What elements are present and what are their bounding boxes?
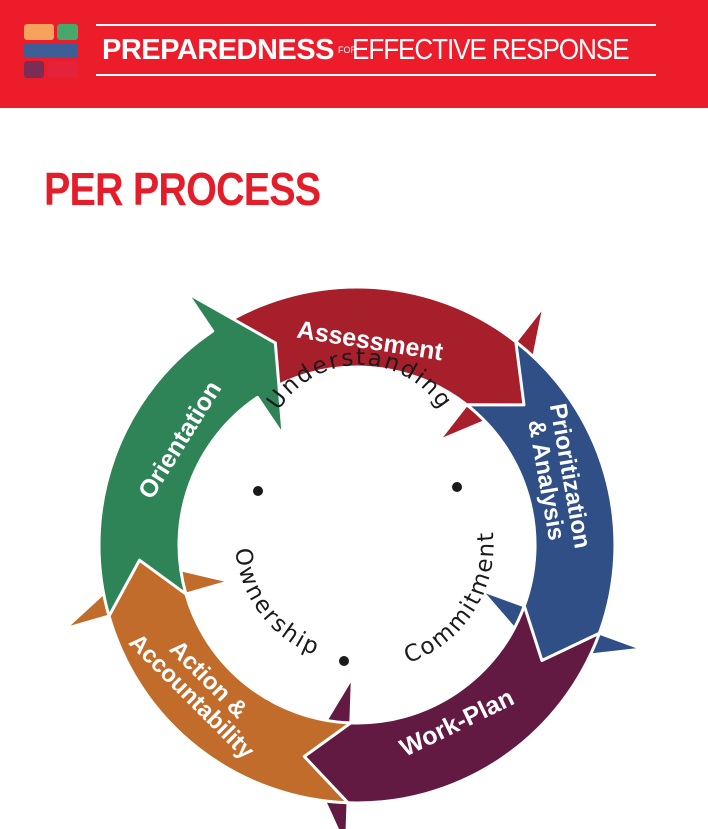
page-title: PER PROCESS xyxy=(44,163,321,215)
stage-arrow-assessment xyxy=(211,285,546,443)
header-title: PREPAREDNESS FOR EFFECTIVE RESPONSE xyxy=(96,24,656,76)
per-logo-icon xyxy=(24,24,78,78)
stage-arrow-prioritization-and-analysis xyxy=(465,340,645,662)
stage-arrow-work-plan xyxy=(302,604,601,829)
header-banner: PREPAREDNESS FOR EFFECTIVE RESPONSE xyxy=(0,0,708,108)
separator-dot xyxy=(452,482,462,492)
center-word-commitment: Commitment xyxy=(400,530,499,669)
header-title-for: FOR xyxy=(337,44,357,55)
header-title-rest: EFFECTIVE RESPONSE xyxy=(351,33,630,66)
separator-dot xyxy=(253,486,263,496)
separator-dot xyxy=(339,656,349,666)
stage-arrow-action-and-accountability xyxy=(63,558,353,805)
stage-arrow-orientation xyxy=(97,291,285,618)
center-word-ownership: Ownership xyxy=(229,546,324,661)
header-title-main: PREPAREDNESS xyxy=(102,33,334,66)
